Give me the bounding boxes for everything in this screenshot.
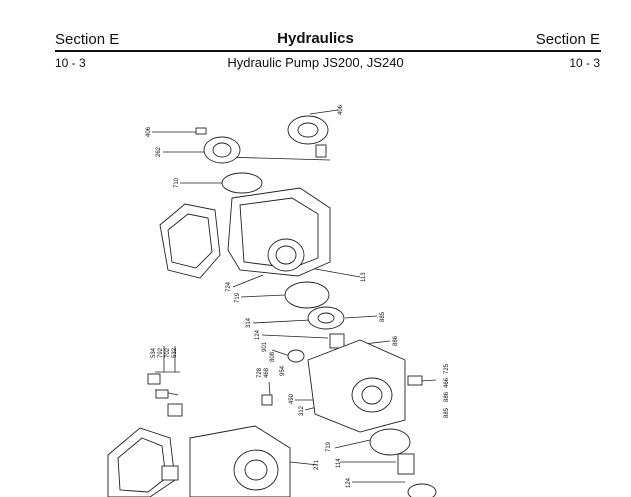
callout-702: 702: [165, 347, 171, 358]
callout-725: 725: [444, 363, 450, 374]
callout-724: 724: [226, 281, 232, 292]
callout-954: 954: [280, 365, 286, 376]
page-number-left: 10 - 3: [55, 56, 86, 70]
callout-114: 114: [336, 458, 342, 468]
callout-728: 728: [257, 367, 263, 378]
callout-886b: 886: [444, 391, 450, 402]
callout-808: 808: [270, 351, 276, 362]
callout-885b: 885: [444, 407, 450, 418]
callout-124b: 124: [346, 477, 352, 488]
callout-710: 710: [174, 177, 180, 188]
callout-534: 534: [151, 347, 157, 358]
callout-406a: 406: [146, 126, 152, 137]
pump-parts: [107, 115, 437, 497]
callout-719a: 719: [235, 292, 241, 303]
callout-490: 490: [289, 393, 295, 404]
page-subtitle: Hydraulic Pump JS200, JS240: [227, 55, 404, 70]
callout-406b: 406: [338, 104, 344, 115]
callout-314: 314: [246, 317, 252, 328]
callout-124a: 124: [255, 329, 261, 340]
callout-312: 312: [299, 405, 305, 416]
leader-lines: [152, 109, 437, 483]
callout-262: 262: [156, 146, 162, 157]
callout-885a: 885: [380, 311, 386, 322]
callout-468: 468: [264, 367, 270, 378]
callout-271: 271: [314, 459, 320, 470]
callout-719b: 719: [326, 441, 332, 452]
callout-466: 466: [444, 377, 450, 388]
page-number-right: 10 - 3: [569, 56, 600, 70]
page-title: Hydraulics: [277, 30, 354, 47]
callout-113: 113: [361, 272, 367, 282]
header-rule: [55, 50, 601, 52]
callout-labels: 406 262 406 710 724 719 113 314 885 124 …: [146, 104, 450, 488]
callout-532: 532: [172, 347, 178, 358]
section-label-left: Section E: [55, 31, 120, 48]
section-label-right: Section E: [535, 31, 600, 48]
callout-792: 792: [158, 347, 164, 358]
callout-901: 901: [262, 341, 268, 352]
callout-886a: 886: [393, 335, 399, 346]
